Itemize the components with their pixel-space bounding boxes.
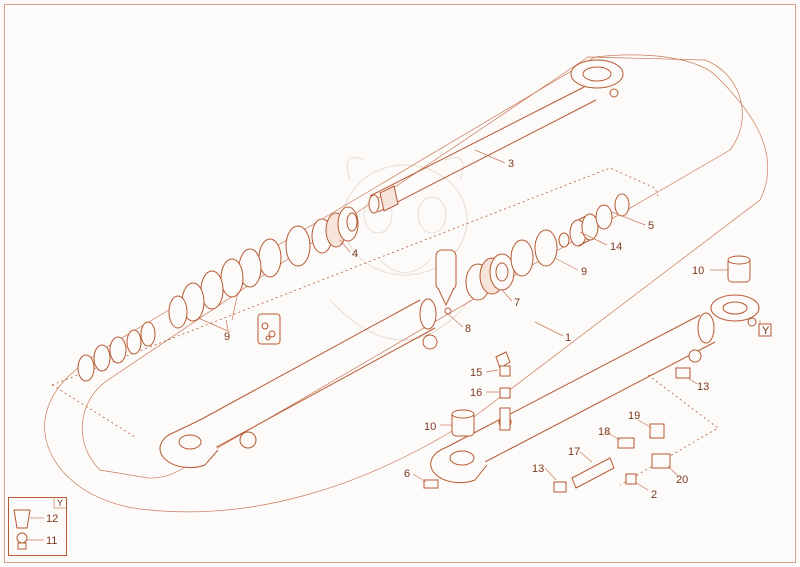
callout-10-bottom: 10 (424, 421, 436, 433)
piston-rod (368, 59, 624, 214)
callout-8: 8 (465, 323, 471, 335)
spacer-bushing-bottom (451, 409, 475, 437)
callout-3: 3 (508, 158, 514, 170)
leader-lines (225, 149, 761, 491)
callout-16: 16 (470, 387, 482, 399)
callout-19: 19 (628, 410, 640, 422)
assembly-outline (81, 56, 743, 479)
nipple-icon (16, 532, 28, 544)
seal-set-left (77, 238, 282, 382)
y-marker: Y (762, 325, 770, 337)
wiper-ring (614, 193, 630, 217)
callout-5: 5 (648, 220, 654, 232)
elbow-fitting (495, 351, 511, 377)
callout-14: 14 (610, 241, 622, 253)
callout-20: 20 (676, 474, 688, 486)
bushing (569, 204, 613, 247)
straight-adapter (499, 407, 511, 431)
callout-9-right: 9 (581, 266, 587, 278)
piston (311, 206, 359, 254)
callout-10-top: 10 (692, 265, 704, 277)
grease-nipple (423, 479, 439, 489)
y-legend-marker: Y (57, 498, 63, 508)
callout-13-bottom: 13 (532, 463, 544, 475)
callout-11: 11 (46, 535, 57, 547)
spacer-bushing-top (727, 255, 751, 283)
seal-kit-bracket (51, 167, 659, 438)
watermark-mascot (329, 157, 471, 341)
callout-18: 18 (598, 426, 610, 438)
y-marker-box (758, 323, 772, 337)
hose-tube (571, 457, 615, 489)
o-ring (285, 225, 311, 267)
port-fitting (675, 367, 691, 379)
callout-6: 6 (404, 468, 410, 480)
callout-4: 4 (352, 248, 358, 260)
callout-labels: 3 4 5 14 9 9 7 8 1 10 15 16 10 13 6 13 1… (224, 158, 709, 501)
adapter-fitting (499, 387, 511, 399)
callout-15: 15 (470, 367, 482, 379)
callout-9-left: 9 (224, 331, 230, 343)
callout-2: 2 (651, 489, 657, 501)
cap-nut (625, 473, 637, 485)
diagram-frame (4, 4, 796, 563)
callout-7: 7 (514, 297, 520, 309)
seal-kit-bag (257, 313, 281, 345)
union-fitting (617, 437, 635, 449)
callout-1: 1 (565, 332, 571, 344)
connector-fitting (553, 481, 567, 493)
assembly-outline-outer (44, 54, 769, 513)
rod-guide (465, 253, 515, 301)
cylinder-barrel-exploded (159, 298, 438, 469)
callout-17: 17 (568, 446, 580, 458)
grease-tube (435, 249, 457, 315)
callout-13-right: 13 (697, 381, 709, 393)
tee-fitting-top (649, 423, 665, 439)
seal-set-right (510, 229, 570, 277)
cap-icon (13, 509, 31, 529)
legend-box: Y 12 11 (8, 497, 67, 556)
callout-12: 12 (46, 513, 58, 525)
tee-fitting-bottom (651, 453, 671, 469)
